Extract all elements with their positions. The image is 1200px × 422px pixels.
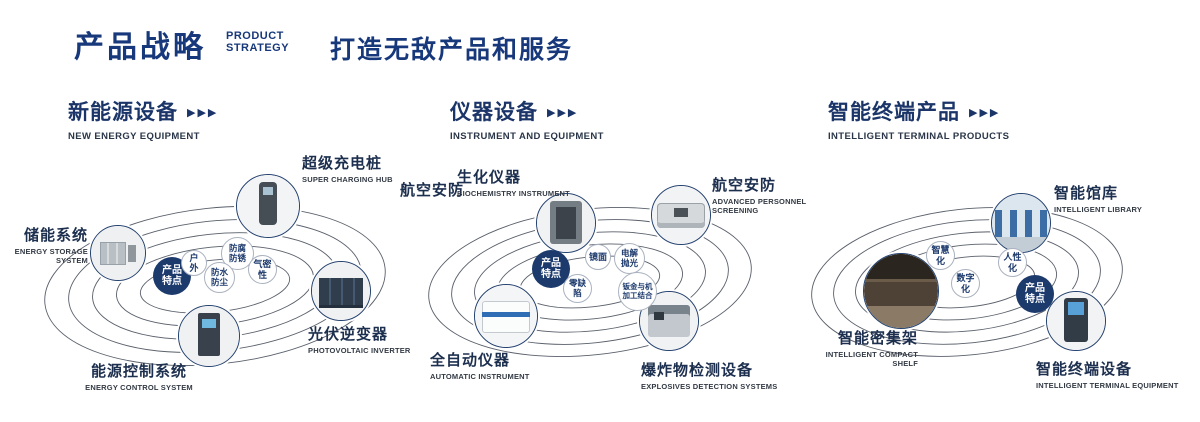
product-node-super-charging-hub [236, 174, 300, 238]
section-title: 仪器设备 [450, 101, 538, 124]
product-label-zh: 爆炸物检测设备 [641, 362, 754, 379]
triple-chevron-icon: ▶▶▶ [547, 107, 579, 119]
product-label-terminal-equipment: 智能终端设备 INTELLIGENT TERMINAL EQUIPMENT [1036, 358, 1179, 390]
feature-bubble-airtight: 气密性 [248, 255, 277, 284]
product-label-en: INTELLIGENT LIBRARY [1054, 205, 1143, 214]
energy-storage-cabinet-icon [91, 226, 145, 280]
product-node-automatic-instrument [474, 284, 538, 348]
label-aviation-security: 航空安防 [400, 182, 465, 199]
feature-bubble-mirror-finish: 镜面 [585, 244, 611, 270]
product-label-zh: 航空安防 [712, 177, 777, 194]
page-title-en-line1: PRODUCT [226, 30, 284, 42]
product-node-terminal-equipment [1046, 291, 1106, 351]
feature-bubble-electropolish: 电解抛光 [614, 243, 645, 274]
section-title: 智能终端产品 [828, 101, 960, 124]
product-label-zh: 智能密集架 [837, 330, 918, 347]
section-header-new-energy: 新能源设备 ▶▶▶ NEW ENERGY EQUIPMENT [68, 96, 218, 142]
pv-inverter-icon [312, 262, 370, 320]
section-subtitle: INSTRUMENT AND EQUIPMENT [450, 131, 604, 142]
product-label-en: SUPER CHARGING HUB [302, 175, 393, 184]
product-label-energy-storage: 储能系统 ENERGY STORAGE SYSTEM [8, 224, 88, 266]
page-title-en-line2: STRATEGY [226, 42, 290, 54]
section-header-intelligent-terminal: 智能终端产品 ▶▶▶ INTELLIGENT TERMINAL PRODUCTS [828, 96, 1009, 142]
product-label-zh: 全自动仪器 [430, 352, 511, 369]
product-label-personnel-screening: 航空安防 ADVANCED PERSONNEL SCREENING [712, 174, 824, 216]
product-label-en: INTELLIGENT TERMINAL EQUIPMENT [1036, 381, 1179, 390]
product-node-energy-control [178, 305, 240, 367]
feature-bubble-outdoor: 户外 [181, 250, 207, 276]
feature-bubble-humanized: 人性化 [998, 248, 1027, 277]
terminal-kiosk-icon [1047, 292, 1105, 350]
section-title: 新能源设备 [68, 101, 178, 124]
product-label-en: PHOTOVOLTAIC INVERTER [308, 346, 411, 355]
product-label-explosives-detection: 爆炸物检测设备 EXPLOSIVES DETECTION SYSTEMS [641, 359, 777, 391]
product-label-biochemistry: 生化仪器 BIOCHEMISTRY INSTRUMENT [457, 166, 570, 198]
product-node-energy-storage [90, 225, 146, 281]
product-label-zh: 超级充电桩 [302, 155, 383, 172]
feature-bubble-smart: 智慧化 [926, 241, 955, 270]
triple-chevron-icon: ▶▶▶ [187, 107, 219, 119]
product-label-en: BIOCHEMISTRY INSTRUMENT [457, 189, 570, 198]
product-label-zh: 智能馆库 [1054, 185, 1119, 202]
product-label-zh: 智能终端设备 [1036, 361, 1133, 378]
section-header-instrument: 仪器设备 ▶▶▶ INSTRUMENT AND EQUIPMENT [450, 96, 604, 142]
feature-bubble-waterproof: 防水防尘 [204, 262, 235, 293]
page-title-en: PRODUCT STRATEGY [226, 30, 289, 54]
product-label-zh: 储能系统 [23, 227, 88, 244]
page-title: 产品战略 [74, 31, 206, 64]
feature-bubble-sheetmetal-machining: 钣金与机加工结合 [618, 272, 657, 311]
section-subtitle: INTELLIGENT TERMINAL PRODUCTS [828, 131, 1010, 142]
intelligent-library-room-icon [992, 194, 1050, 252]
product-features-badge: 产品特点 [1016, 275, 1054, 313]
product-label-pv-inverter: 光伏逆变器 PHOTOVOLTAIC INVERTER [308, 323, 411, 355]
product-label-intelligent-library: 智能馆库 INTELLIGENT LIBRARY [1054, 182, 1142, 214]
triple-chevron-icon: ▶▶▶ [969, 107, 1001, 119]
feature-bubble-zero-defect: 零缺陷 [563, 274, 592, 303]
feature-bubble-digital: 数字化 [951, 269, 980, 298]
product-node-biochemistry [536, 193, 596, 253]
product-label-en: ADVANCED PERSONNEL SCREENING [712, 197, 807, 216]
product-label-zh: 光伏逆变器 [308, 326, 389, 343]
tagline: 打造无敌产品和服务 [330, 36, 574, 64]
product-label-en: AUTOMATIC INSTRUMENT [430, 372, 530, 381]
product-node-intelligent-library [991, 193, 1051, 253]
automatic-analyzer-icon [475, 285, 537, 347]
product-label-en: INTELLIGENT COMPACT SHELF [825, 350, 918, 369]
product-label-en: ENERGY STORAGE SYSTEM [14, 247, 88, 266]
product-label-en: EXPLOSIVES DETECTION SYSTEMS [641, 382, 778, 391]
compact-shelf-room-icon [864, 254, 938, 328]
section-subtitle: NEW ENERGY EQUIPMENT [68, 131, 200, 142]
control-cabinet-icon [179, 306, 239, 366]
biochemistry-instrument-icon [537, 194, 595, 252]
product-node-personnel-screening [651, 185, 711, 245]
charging-pile-icon [237, 175, 299, 237]
product-label-energy-control: 能源控制系统 ENERGY CONTROL SYSTEM [64, 360, 214, 392]
product-label-automatic-instrument: 全自动仪器 AUTOMATIC INSTRUMENT [430, 349, 530, 381]
product-label-en: ENERGY CONTROL SYSTEM [85, 383, 193, 392]
product-label-zh: 生化仪器 [457, 169, 522, 186]
product-label-zh: 能源控制系统 [90, 363, 187, 380]
product-label-compact-shelf: 智能密集架 INTELLIGENT COMPACT SHELF [820, 327, 918, 369]
product-node-pv-inverter [311, 261, 371, 321]
product-node-compact-shelf [863, 253, 939, 329]
product-label-super-charging-hub: 超级充电桩 SUPER CHARGING HUB [302, 152, 393, 184]
personnel-screening-machine-icon [652, 186, 710, 244]
